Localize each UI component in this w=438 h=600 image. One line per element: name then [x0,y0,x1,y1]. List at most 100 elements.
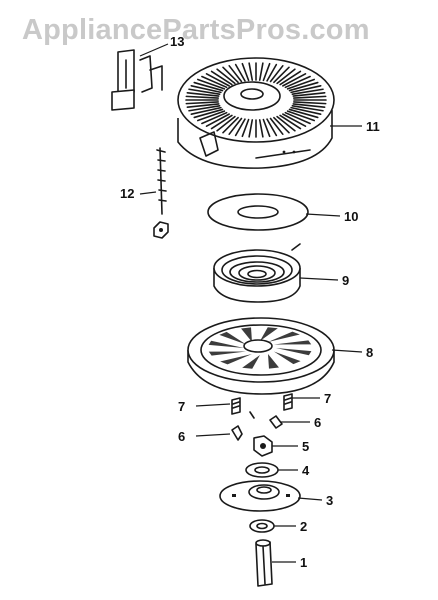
callout-6-right: 6 [314,415,321,430]
part-7-spring-right [283,393,293,411]
vent-slot [290,106,322,115]
housing-vent-slots [185,62,327,138]
vent-slot [291,105,324,112]
vent-slot [241,118,250,138]
vent-slot [258,119,264,138]
part-6-pawl-left [231,411,255,441]
vent-slot [186,91,220,97]
callout-7-right: 7 [324,391,331,406]
pulley-spoke [208,351,247,356]
vent-slot [293,95,327,99]
part-2-washer [249,519,275,533]
callout-12: 12 [120,186,134,201]
vent-slot [248,119,254,138]
vent-slot [269,117,284,135]
callout-labels: 13 11 12 10 9 8 7 7 6 6 5 4 3 2 1 [120,34,380,570]
vent-slot [190,106,222,115]
part-12-screw [153,147,169,239]
callout-4: 4 [302,463,310,478]
vent-slot [185,101,219,105]
part-1-pin [255,539,273,587]
vent-slot [288,108,319,119]
pulley-spoke [241,327,252,342]
vent-slot [228,65,243,83]
part-13-bracket [111,49,163,111]
vent-slot [190,85,222,94]
leader-lines [139,43,363,563]
vent-slot [216,68,236,85]
vent-slot [262,62,271,82]
vent-slot [234,63,246,82]
pulley-spoke [273,351,301,365]
vent-slot [216,115,236,132]
vent-slot [273,116,290,134]
callout-1: 1 [300,555,307,570]
vent-slot [276,68,296,85]
vent-slot [196,110,226,122]
vent-slot [248,62,254,81]
vent-slot [286,78,316,90]
pulley-spoke [260,327,278,341]
vent-slot [201,75,228,89]
part-6-pawl-right [269,415,283,429]
callout-13: 13 [170,34,184,49]
pulley-spoke [219,331,247,345]
pulley-spoke [273,340,312,345]
vent-slot [286,110,316,122]
vent-slot [185,95,219,99]
vent-slot [196,78,226,90]
callout-6-left: 6 [178,429,185,444]
pulley-spoke [208,340,244,348]
part-9-spring [213,243,301,303]
vent-slot [193,108,224,119]
vent-slot [284,111,311,125]
vent-slot [234,118,246,137]
vent-slot [282,73,307,87]
pulley-spoke [220,354,252,365]
callout-7-left: 7 [178,399,185,414]
vent-slot [282,113,307,127]
vent-slot [273,66,290,84]
vent-slot [288,81,319,92]
vent-slot [266,118,278,137]
vent-slot [188,105,221,112]
pulley-spoke [276,348,312,356]
pulley-spoke [268,354,279,369]
callout-2: 2 [300,519,307,534]
vent-slot [291,88,324,95]
vent-slot [269,65,284,83]
part-10-plate [207,193,309,231]
part-7-spring-left [231,397,241,415]
vent-slot [193,81,224,92]
vent-slot [241,62,250,82]
vent-slot [201,111,228,125]
vent-slot [262,118,271,138]
pulley-spokes [208,327,312,369]
vent-slot [186,103,220,109]
callout-11: 11 [366,119,380,134]
pulley-spoke [242,355,260,369]
callout-10: 10 [344,209,358,224]
vent-slot [222,116,239,134]
vent-slot [279,70,302,86]
callout-3: 3 [326,493,333,508]
vent-slot [279,114,302,130]
vent-slot [276,115,296,132]
vent-slot [205,73,230,87]
vent-slot [222,66,239,84]
pulley-spoke [268,331,300,342]
part-11-housing [177,57,335,169]
vent-slot [292,91,326,97]
vent-slot [266,63,278,82]
vent-slot [228,117,243,135]
callout-5: 5 [302,439,309,454]
vent-slot [188,88,221,95]
vent-slot [210,114,233,130]
vent-slot [290,85,322,94]
part-5-nut [253,435,273,457]
vent-slot [210,70,233,86]
part-3-flange [219,480,301,512]
vent-slot [205,113,230,127]
